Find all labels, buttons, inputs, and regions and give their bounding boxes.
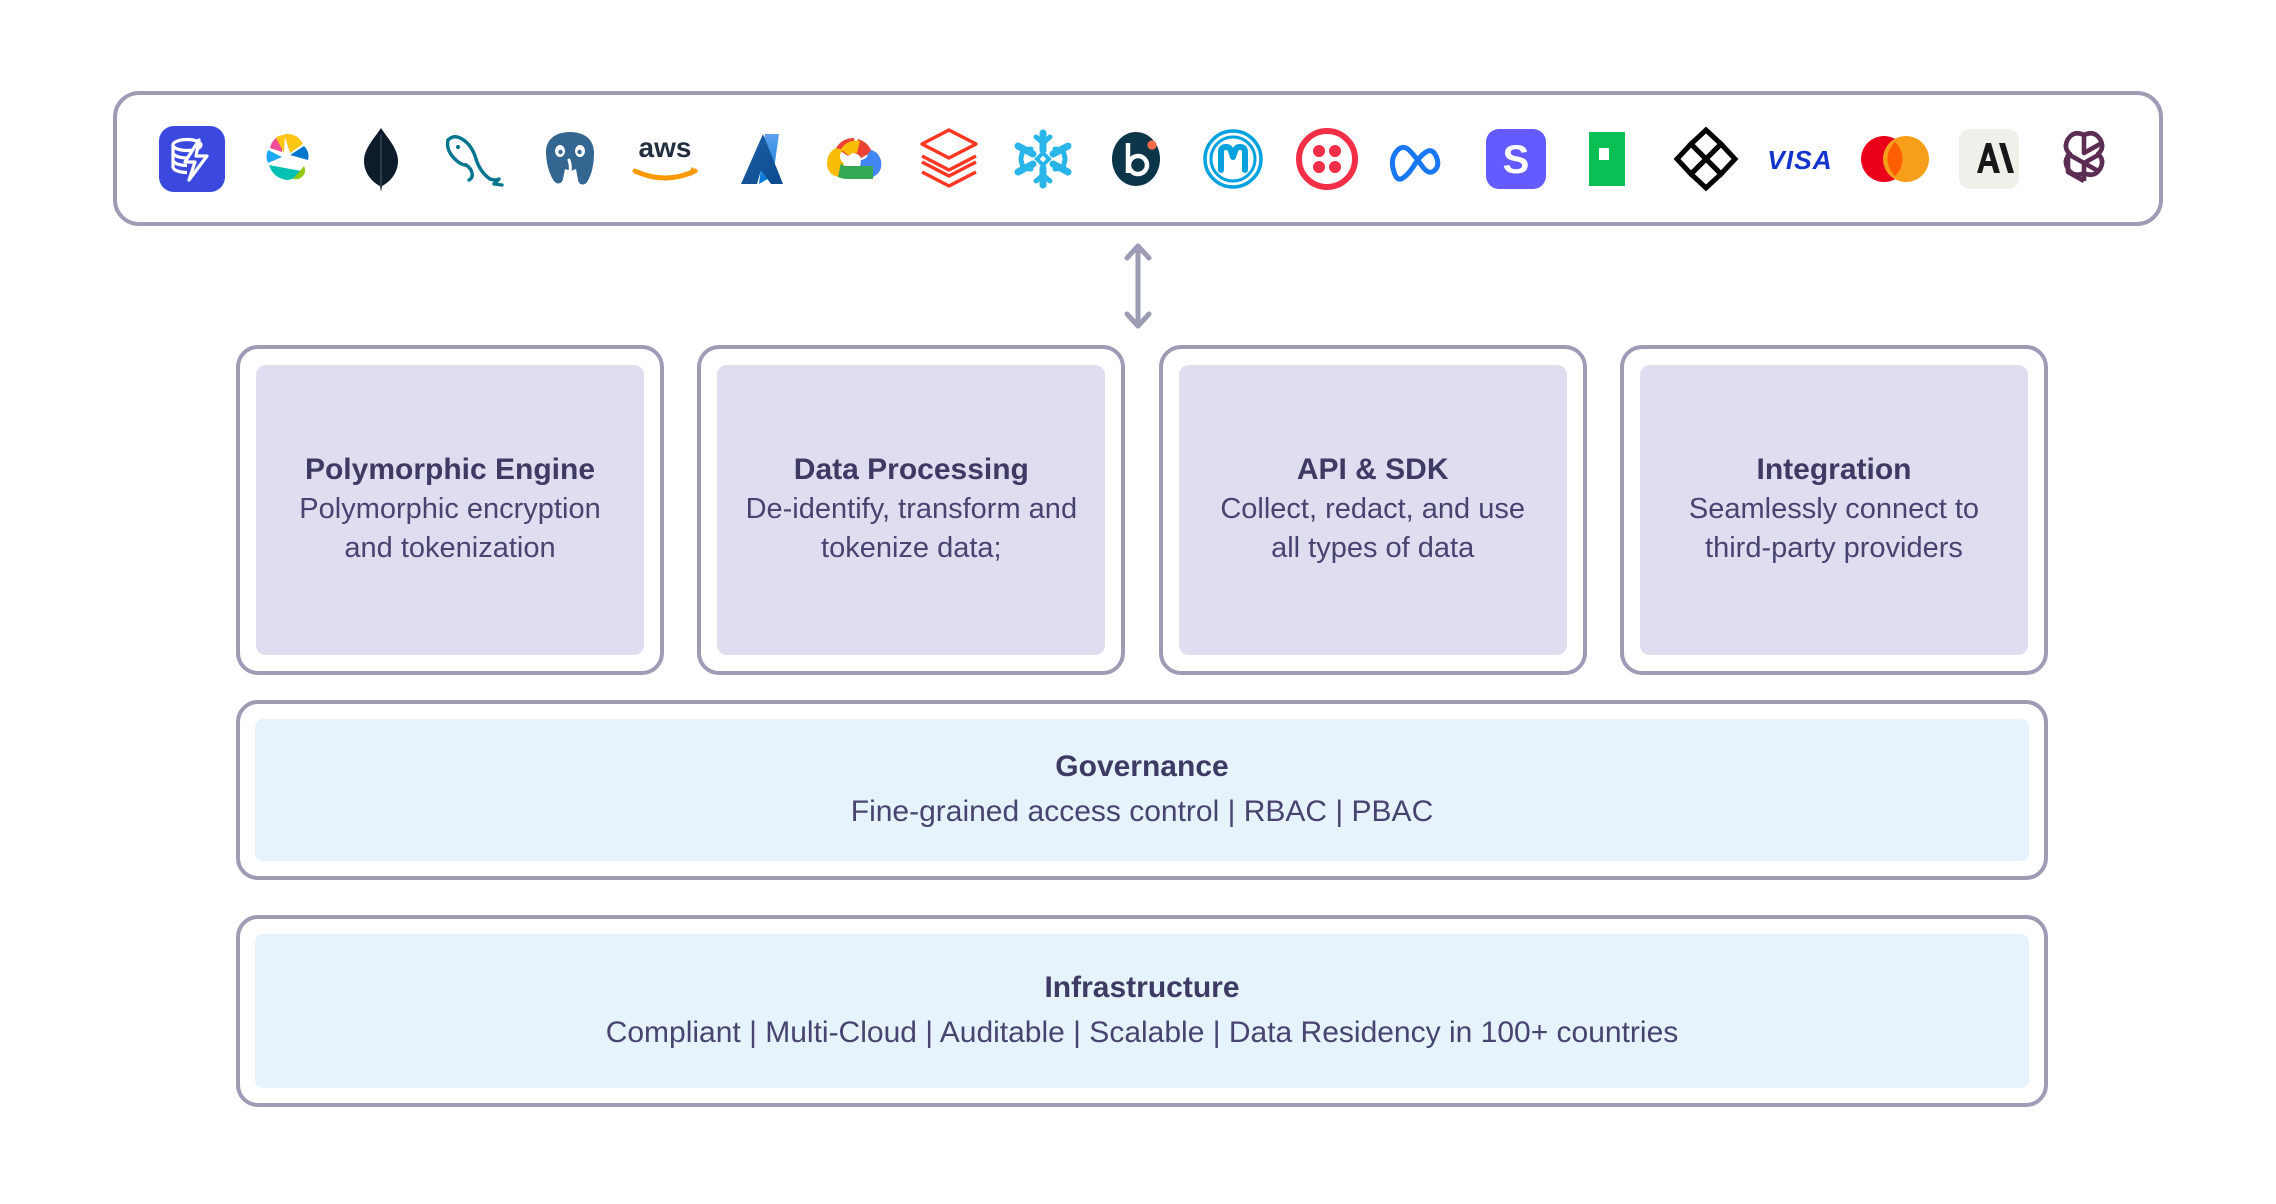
governance-title: Governance [1055,750,1229,784]
svg-text:aws: aws [639,132,692,163]
card-integration[interactable]: Integration Seamlessly connect to third-… [1619,345,2048,675]
card-description: Polymorphic encryption and tokenization [299,492,601,564]
card-title: API & SDK [1296,453,1449,487]
card-data-processing[interactable]: Data Processing De-identify, transform a… [697,345,1126,675]
adyen-icon [1570,118,1652,200]
visa-icon: VISA [1759,118,1841,200]
anthropic-icon [1948,118,2030,200]
integrations-logo-rail: aws [113,91,2163,226]
mulesoft-icon [1192,118,1274,200]
openai-icon [2043,118,2125,200]
card-title: Data Processing [793,453,1029,487]
aws-icon: aws [624,118,706,200]
mysql-icon [435,118,517,200]
bidirectional-arrow-icon [1117,240,1159,332]
infrastructure-title: Infrastructure [1044,971,1240,1005]
plaid-icon [1665,118,1747,200]
postgresql-icon [529,118,611,200]
infrastructure-bar[interactable]: Infrastructure Compliant | Multi-Cloud |… [236,915,2048,1107]
governance-bar-inner: Governance Fine-grained access control |… [255,719,2029,861]
snowflake-icon [1002,118,1084,200]
card-api-sdk[interactable]: API & SDK Collect, redact, and use all t… [1158,345,1587,675]
svg-text:VISA: VISA [1767,144,1832,174]
stripe-icon: S [1475,118,1557,200]
svg-text:S: S [1503,138,1530,182]
google-cloud-icon [813,118,895,200]
card-inner: Data Processing De-identify, transform a… [717,365,1106,655]
azure-icon [719,118,801,200]
card-inner: Integration Seamlessly connect to third-… [1639,365,2028,655]
card-title: Integration [1756,453,1912,487]
infrastructure-description: Compliant | Multi-Cloud | Auditable | Sc… [605,1016,1679,1050]
infrastructure-bar-inner: Infrastructure Compliant | Multi-Cloud |… [255,934,2029,1088]
governance-description: Fine-grained access control | RBAC | PBA… [850,795,1434,829]
card-inner: API & SDK Collect, redact, and use all t… [1178,365,1567,655]
databricks-icon [908,118,990,200]
card-inner: Polymorphic Engine Polymorphic encryptio… [256,365,644,655]
governance-bar[interactable]: Governance Fine-grained access control |… [236,700,2048,880]
twilio-icon [1286,118,1368,200]
skyflow-icon [151,118,233,200]
card-description: De-identify, transform and tokenize data… [745,492,1078,564]
card-description: Seamlessly connect to third-party provid… [1688,492,1980,564]
card-polymorphic-engine[interactable]: Polymorphic Engine Polymorphic encryptio… [236,345,664,675]
card-title: Polymorphic Engine [304,453,596,487]
mongodb-icon [340,118,422,200]
elasticsearch-icon [246,118,328,200]
meta-icon [1381,118,1463,200]
mastercard-icon [1854,118,1936,200]
capability-cards-row: Polymorphic Engine Polymorphic encryptio… [236,345,2048,675]
braze-icon [1097,118,1179,200]
card-description: Collect, redact, and use all types of da… [1220,492,1525,564]
